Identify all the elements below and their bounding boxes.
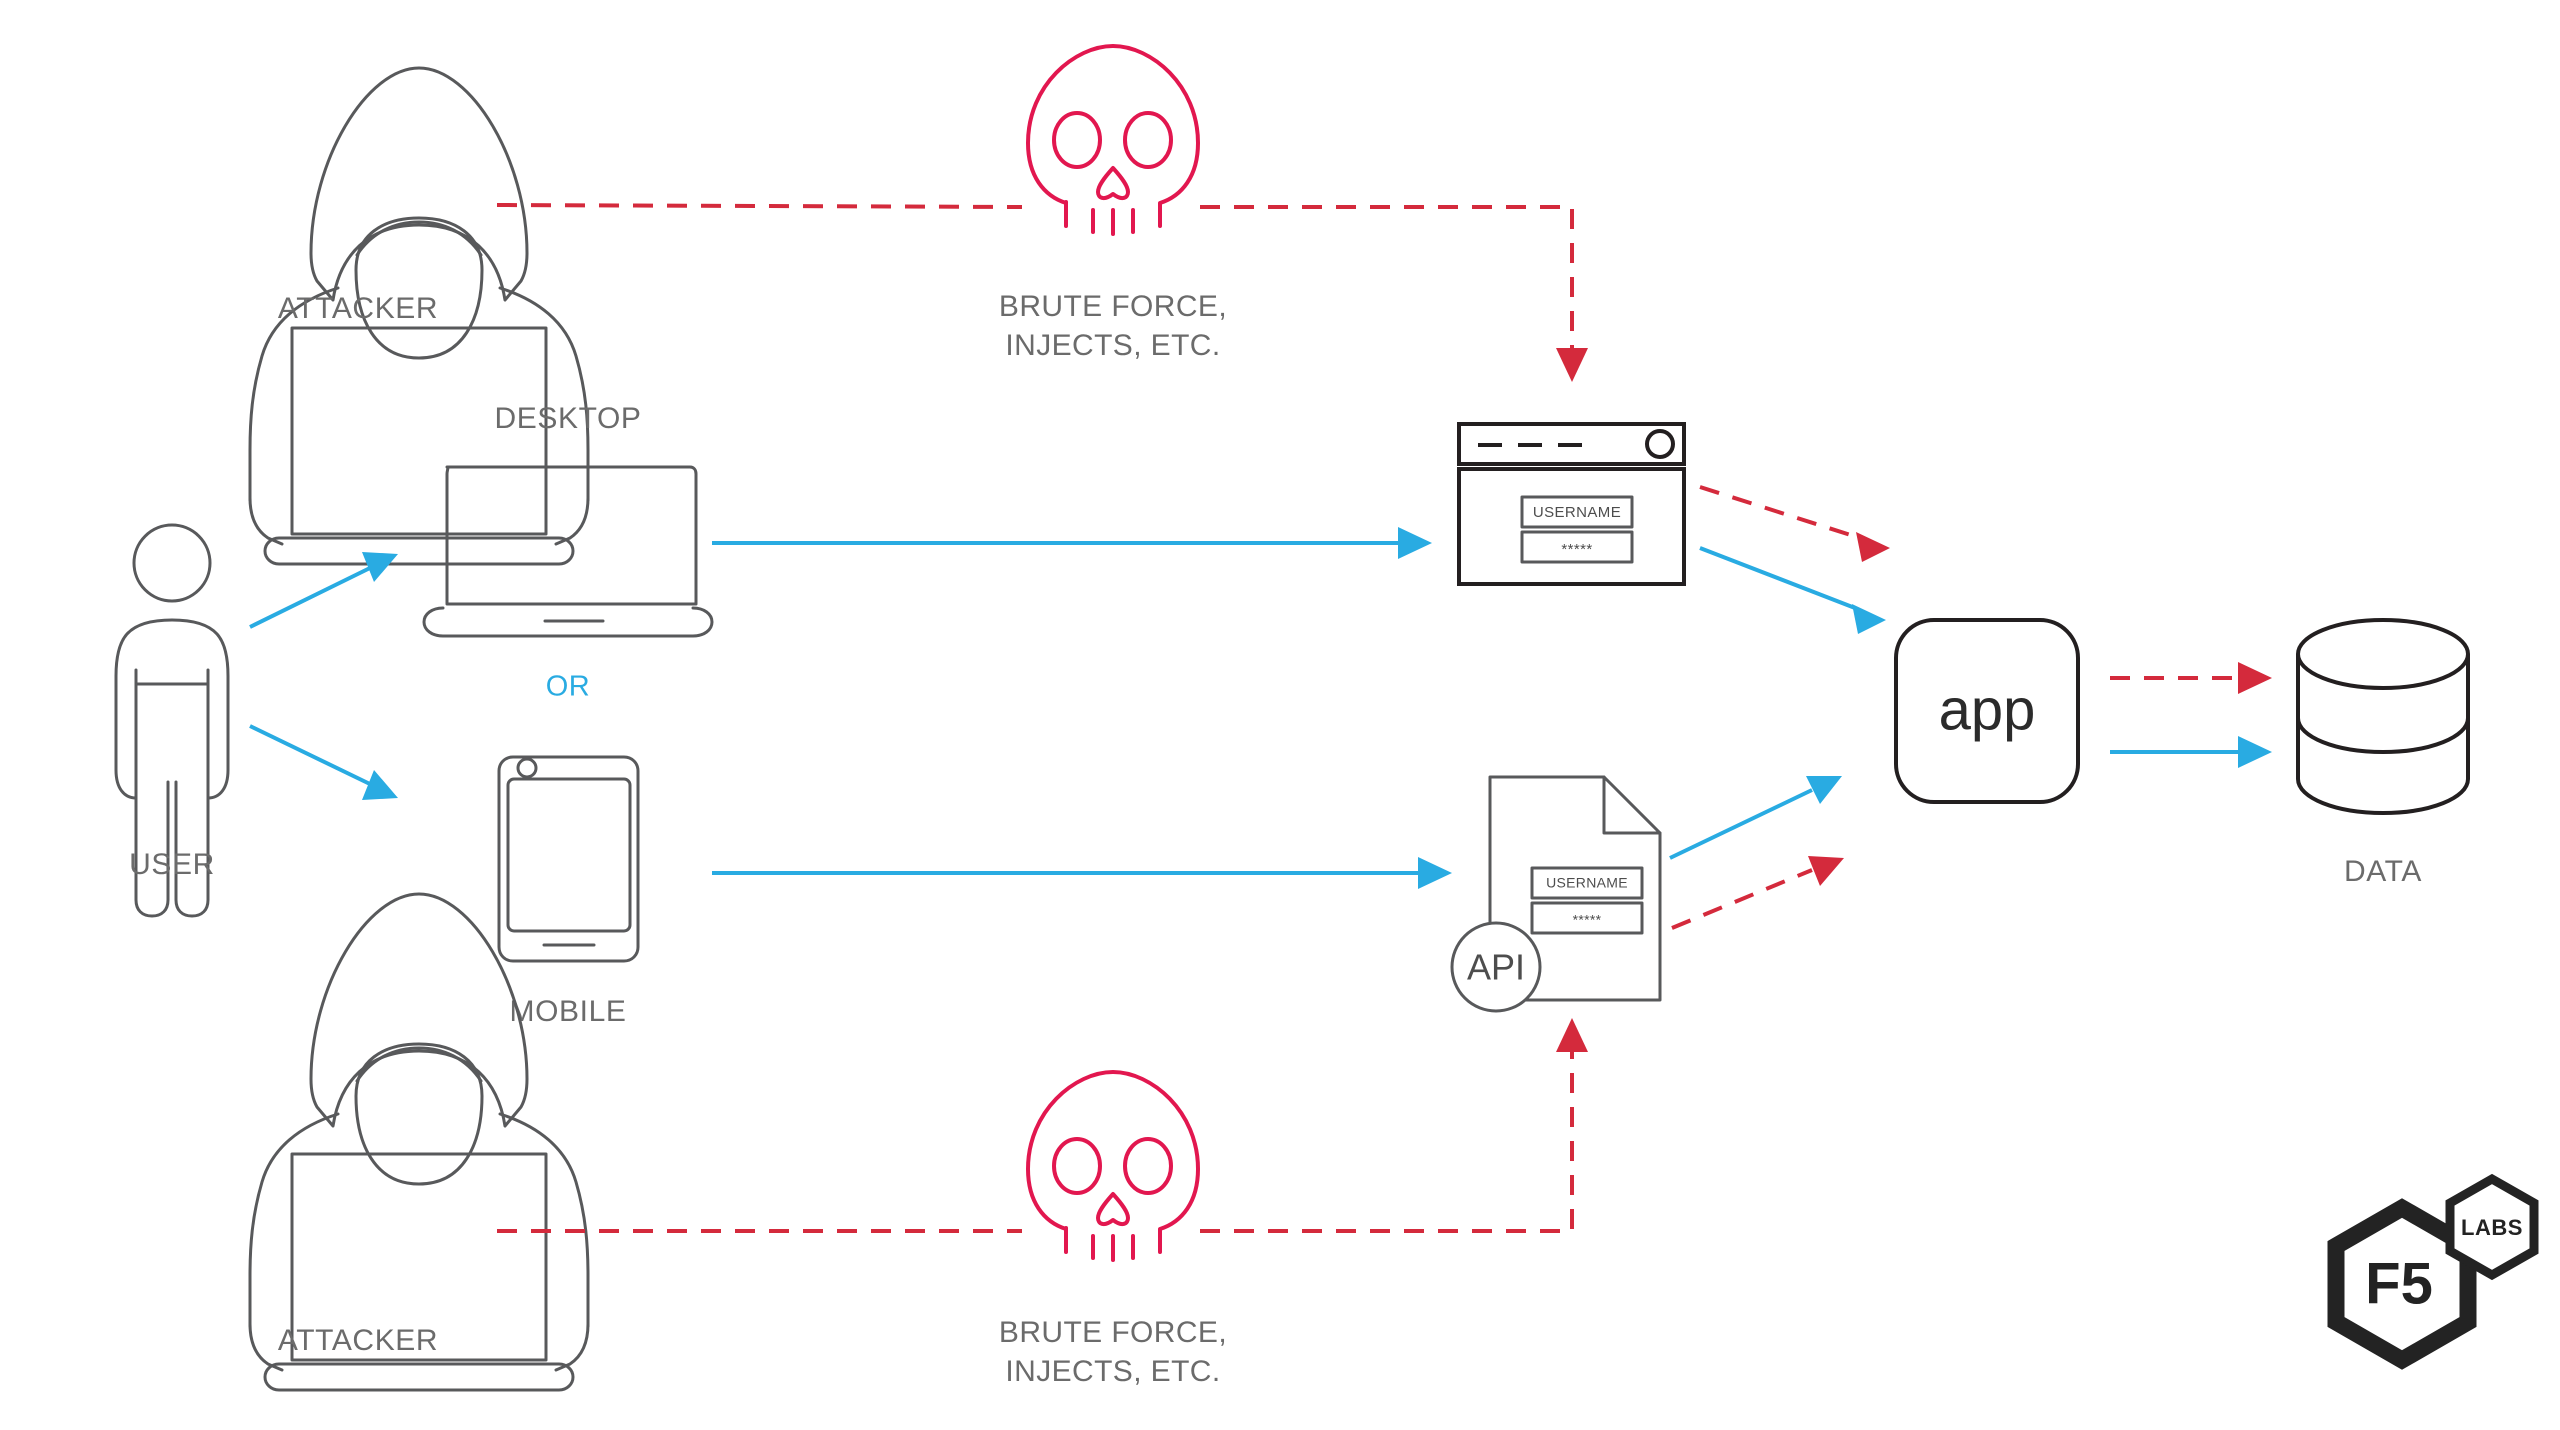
- skull-icon-bottom: [1026, 1070, 1200, 1262]
- attack-path-top-left: [496, 203, 1023, 209]
- skull-icon-top: [1026, 44, 1200, 236]
- browser-window-icon: USERNAME *****: [1457, 422, 1686, 586]
- flow-user-to-desktop: [249, 565, 373, 629]
- logo-labs-text: LABS: [2461, 1215, 2523, 1240]
- flow-user-to-mobile: [249, 724, 373, 787]
- threat-top-line1: BRUTE FORCE,: [999, 290, 1227, 323]
- arrowhead-user-mobile: [362, 770, 398, 800]
- hooded-attacker-icon-bottom: [248, 892, 590, 1392]
- attack-path-webapp-to-app: [1699, 485, 1861, 540]
- rounded-app-box-icon: app: [1894, 618, 2080, 804]
- arrowhead-mobile-api: [1418, 857, 1452, 889]
- arrowhead-desktop-webapp: [1398, 527, 1432, 559]
- api-document-icon: USERNAME ***** API: [1450, 775, 1662, 1013]
- attack-path-top-right: [1200, 205, 1574, 352]
- arrowhead-user-desktop: [362, 552, 398, 582]
- attacker-top-label: ATTACKER: [278, 292, 438, 325]
- attack-arrowhead-bottom: [1556, 1018, 1588, 1052]
- attack-arrowhead-webapp-app: [1856, 532, 1890, 562]
- threat-bottom-line1: BRUTE FORCE,: [999, 1316, 1227, 1349]
- logo-f5-text: F5: [2365, 1251, 2433, 1316]
- threat-bottom-line2: INJECTS, ETC.: [1005, 1355, 1220, 1388]
- hooded-attacker-icon-top: [248, 66, 590, 566]
- attack-arrowhead-api-app: [1808, 856, 1844, 886]
- attack-path-api-to-app: [1671, 868, 1813, 930]
- arrowhead-app-data: [2238, 736, 2272, 768]
- arrowhead-webapp-app: [1852, 604, 1886, 634]
- data-label: DATA: [2344, 855, 2422, 888]
- attack-path-bottom-right: [1200, 1048, 1574, 1233]
- laptop-icon: [422, 465, 714, 638]
- f5-labs-logo: F5 LABS: [2327, 1173, 2539, 1370]
- api-badge-label: API: [1467, 947, 1525, 988]
- desktop-label: DESKTOP: [494, 402, 641, 435]
- flow-api-to-app: [1669, 788, 1813, 860]
- threat-top-line2: INJECTS, ETC.: [1005, 329, 1220, 362]
- database-cylinder-icon: [2296, 618, 2470, 816]
- or-label: OR: [546, 671, 591, 703]
- smartphone-icon: [497, 755, 640, 963]
- user-label: USER: [129, 848, 215, 881]
- webapp-username-field: USERNAME: [1533, 504, 1621, 521]
- arrowhead-api-app: [1806, 776, 1842, 804]
- app-label: app: [1939, 677, 2036, 742]
- api-username-field: USERNAME: [1546, 875, 1628, 891]
- attack-arrowhead-app-data: [2238, 662, 2272, 694]
- attacker-bottom-label: ATTACKER: [278, 1324, 438, 1357]
- person-icon: [114, 523, 230, 918]
- webapp-password-field: *****: [1561, 541, 1592, 558]
- flow-webapp-to-app: [1699, 546, 1856, 610]
- api-password-field: *****: [1573, 912, 1602, 928]
- attack-arrowhead-top: [1556, 348, 1588, 382]
- mobile-label: MOBILE: [510, 995, 627, 1028]
